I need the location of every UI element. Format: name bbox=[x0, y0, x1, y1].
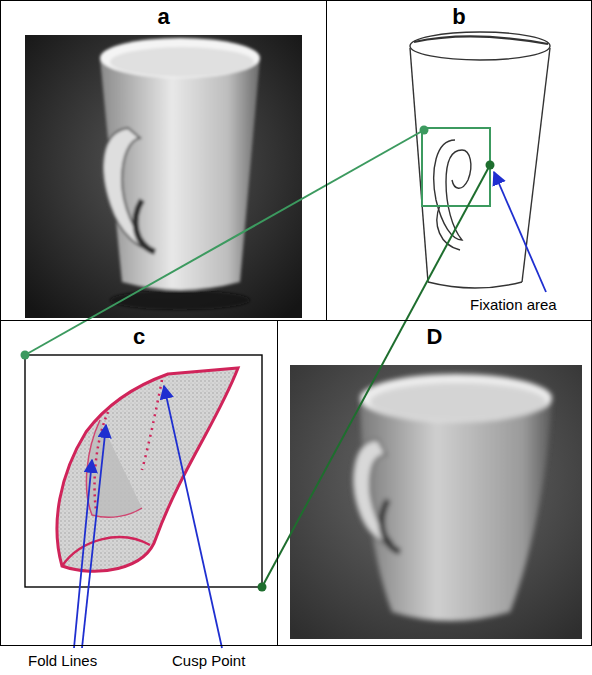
mug-photo bbox=[290, 365, 582, 639]
annotation-label: Cusp Point bbox=[170, 652, 247, 670]
pointer-arrow bbox=[74, 460, 92, 648]
panel-heading: a bbox=[1, 4, 326, 30]
cup-photo bbox=[25, 35, 302, 318]
panel: c bbox=[0, 320, 278, 646]
annotation-label: Fold Lines bbox=[26, 652, 99, 670]
panel: a bbox=[0, 0, 327, 321]
panel-heading: D bbox=[278, 324, 591, 350]
zoom-line bbox=[262, 165, 490, 587]
zoom-line bbox=[25, 130, 424, 355]
panel: D bbox=[277, 320, 592, 646]
panel-heading: c bbox=[1, 324, 277, 350]
panel-letter: a bbox=[154, 4, 172, 29]
pointer-arrow bbox=[82, 425, 106, 648]
panel-letter: D bbox=[424, 324, 446, 349]
panel: b bbox=[326, 0, 592, 321]
annotation-label: Fixation area bbox=[468, 296, 559, 314]
panel-letter: b bbox=[449, 4, 468, 29]
fixation-box bbox=[422, 128, 490, 206]
pointer-arrow bbox=[164, 386, 222, 648]
panel-heading: b bbox=[327, 4, 591, 30]
cup-line-drawing bbox=[410, 32, 550, 288]
panel-letter: c bbox=[130, 324, 148, 349]
handle-closeup bbox=[25, 355, 262, 587]
pointer-arrow bbox=[494, 172, 546, 292]
